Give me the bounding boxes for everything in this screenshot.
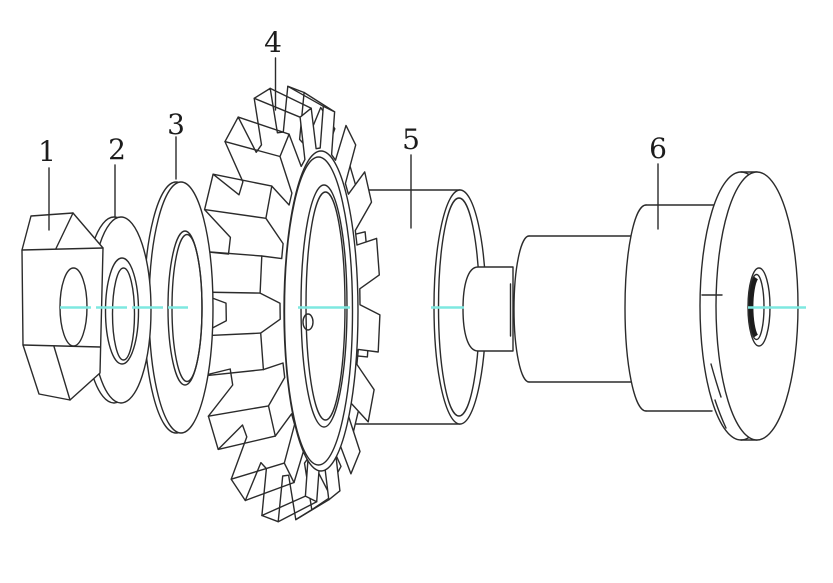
gear-tooth-depth-line (244, 481, 295, 502)
gear-hub-bore (300, 184, 348, 428)
nut-facet-edge-bottom (22, 344, 101, 348)
gear-tooth-depth-line (207, 405, 270, 417)
gear-tooth-depth-line (224, 140, 281, 158)
gear-tooth-depth-lines (195, 85, 341, 523)
gear-tooth-depth-line (230, 462, 285, 480)
gear-tooth-depth-line (295, 499, 330, 521)
gear-tooth-depth-line (253, 97, 301, 118)
nut-facet-edge-top (21, 247, 104, 251)
gear-front-face-inner-line (283, 156, 354, 466)
gear-tooth-depth-line (203, 208, 267, 220)
gear-tooth-depth-line (200, 368, 265, 377)
washer-front-face (90, 216, 152, 404)
part-label-1: 1 (38, 135, 56, 168)
ring-front-face (148, 181, 214, 434)
nut-chamfer-edge-top (55, 212, 74, 250)
part-label-4: 4 (264, 26, 282, 59)
gear-tooth-depth-line (261, 495, 307, 517)
gear-tooth-depth-line (212, 173, 273, 187)
part-label-2: 2 (108, 133, 126, 166)
gear-tooth-depth-line (269, 87, 312, 109)
flange-rim-hidden-edge-1 (710, 363, 722, 398)
gear-tooth-depth-line (287, 85, 324, 108)
part-6-shaft-flange (462, 171, 799, 441)
washer-bore-chamfer (111, 267, 136, 361)
flange-rim-hidden-edge-2 (714, 399, 727, 429)
mid-cylinder-left-arc (513, 235, 530, 383)
gear-tooth-depth-line (217, 435, 276, 451)
gear-tooth-depth-line (277, 501, 318, 523)
part-label-6: 6 (649, 132, 667, 165)
gear-pin-hole (302, 313, 314, 331)
part-4-gear (195, 85, 381, 523)
large-cylinder-left-arc (624, 204, 647, 412)
nut-chamfer-edge-bottom (53, 345, 71, 401)
callouts: 1 2 3 4 5 6 (38, 26, 667, 231)
part-label-3: 3 (167, 108, 185, 141)
part-label-5: 5 (402, 123, 420, 156)
gear-tooth-depth-line (237, 116, 290, 135)
gear-hub-bore-inner-line (305, 191, 346, 421)
mid-cylinder-fill (514, 236, 645, 382)
shaft-stub (462, 266, 514, 352)
